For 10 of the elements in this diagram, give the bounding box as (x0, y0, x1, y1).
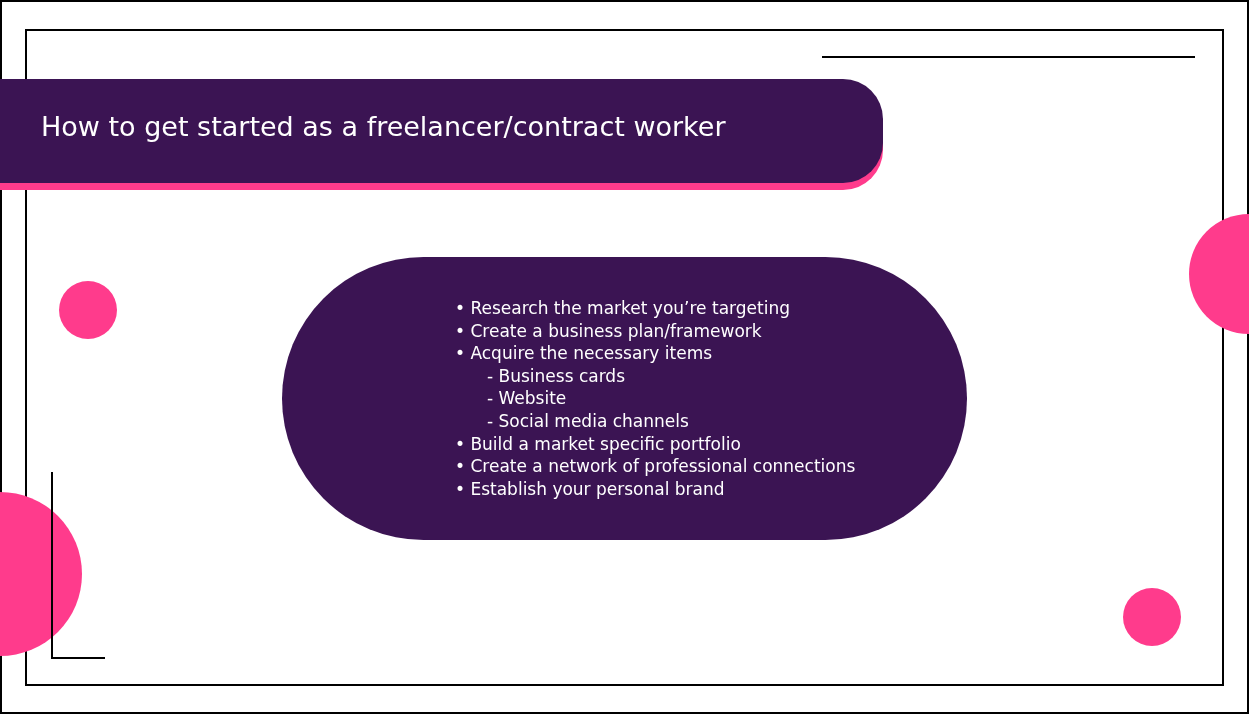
list-item: • Establish your personal brand (455, 478, 725, 499)
list-item: • Build a market specific portfolio (455, 433, 741, 454)
list-item: - Website (487, 388, 567, 409)
list-item: - Business cards (487, 365, 625, 386)
list-item: • Acquire the necessary items (455, 343, 713, 364)
list-item: • Research the market you’re targeting (455, 298, 790, 318)
list-item: • Create a business plan/framework (455, 320, 762, 341)
list-item: - Social media channels (487, 411, 689, 431)
list-item: • Create a network of professional connections (455, 456, 856, 477)
title-text: How to get started as a freelancer/contract worker (41, 111, 726, 142)
